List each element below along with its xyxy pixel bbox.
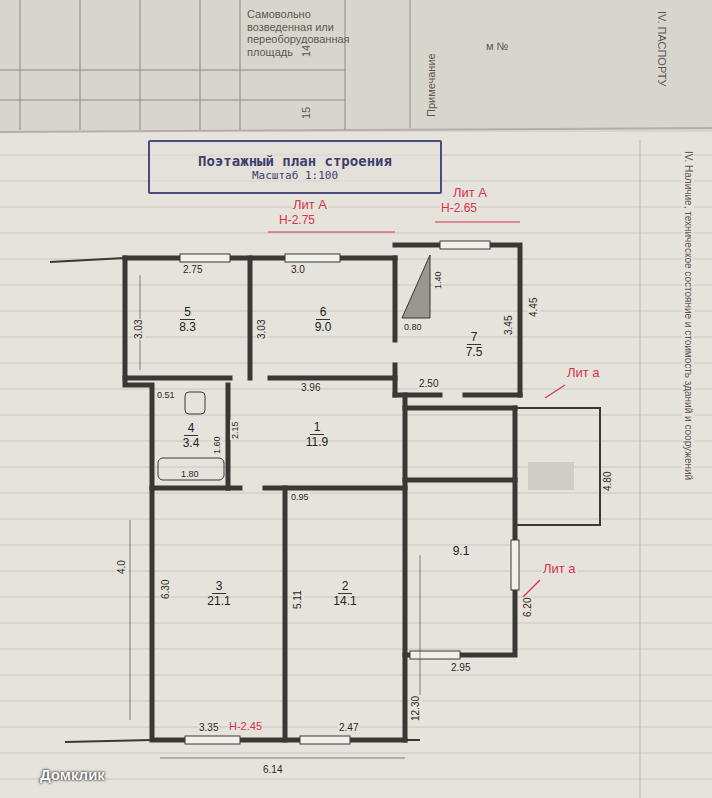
dimension: 3.45 <box>503 315 515 336</box>
dimension: 12.30 <box>410 695 422 722</box>
dimension: 0.51 <box>156 390 176 400</box>
litera-label: Лит а <box>566 366 601 381</box>
dimension: 1.80 <box>180 469 200 479</box>
red-leaders <box>268 222 565 598</box>
dimension: 0.80 <box>403 322 423 332</box>
room-area: 21.1 <box>207 594 230 609</box>
dimension: 6.30 <box>160 579 172 600</box>
dimension: 2.47 <box>338 722 359 734</box>
room-number: 2 <box>338 579 353 594</box>
room-5: 58.3 <box>130 266 245 374</box>
litera-label: Лит а <box>542 562 577 577</box>
room-area: 3.4 <box>183 436 200 451</box>
room-area: 9.0 <box>315 320 332 335</box>
dimension: 4.80 <box>602 471 614 492</box>
stamp-box: Поэтажный план строенияМасштаб 1:100 <box>148 140 442 194</box>
dimension: 3.96 <box>300 382 321 394</box>
windows <box>180 241 519 744</box>
dimension: 3.35 <box>198 722 219 734</box>
dimension: 0.95 <box>290 492 310 502</box>
height-label: Н-2.75 <box>278 214 316 228</box>
stamp-scale: Масштаб 1:100 <box>252 169 338 182</box>
room-9-1: 9.1 <box>410 486 512 616</box>
stamp-title: Поэтажный план строения <box>198 153 392 169</box>
room-number: 7 <box>467 330 482 345</box>
room-6: 69.0 <box>256 266 390 374</box>
room-area: 8.3 <box>179 320 196 335</box>
dimension: 3.03 <box>256 319 268 340</box>
room-area: 14.1 <box>333 594 356 609</box>
litera-label: Лит А <box>292 198 328 213</box>
room-number: 1 <box>310 420 325 435</box>
dimension: 3.03 <box>133 319 145 340</box>
dimension: 6.14 <box>262 764 283 776</box>
room-area: 11.9 <box>306 435 328 450</box>
dimension: 4.45 <box>528 297 540 318</box>
page-header: IV. Наличие, техническое состояние и сто… <box>683 150 695 481</box>
room-area: 7.5 <box>466 345 483 360</box>
column-header: Примечание <box>425 52 438 118</box>
room-area: 9.1 <box>453 544 470 558</box>
dimension: 1.60 <box>212 435 222 455</box>
column-number: 14 <box>300 44 313 58</box>
room-number: 4 <box>184 421 199 436</box>
walls <box>125 245 520 740</box>
column-header: Самовольно возведенная или переоборудова… <box>246 8 344 59</box>
watermark: Домклик <box>40 766 105 783</box>
room-7: 77.5 <box>432 300 516 390</box>
fixtures <box>130 255 430 758</box>
dimension: 2.75 <box>182 264 203 276</box>
room-3: 321.1 <box>157 494 281 694</box>
blurred-patch <box>528 462 574 490</box>
height-label: Н-2.65 <box>440 202 478 216</box>
room-number: 6 <box>316 305 331 320</box>
room-1: 111.9 <box>234 386 400 484</box>
dimension: 2.50 <box>418 378 439 390</box>
room-number: 3 <box>212 579 227 594</box>
height-label: Н-2.45 <box>228 720 263 733</box>
dimension: 6.20 <box>522 597 534 618</box>
page-header: IV. ПАСПОРТУ <box>655 10 668 87</box>
dimension: 5.11 <box>292 589 304 610</box>
column-number: 15 <box>300 106 313 120</box>
dimension: 4.0 <box>116 559 128 575</box>
room-number: 5 <box>180 305 195 320</box>
dimension: 1.40 <box>433 270 443 290</box>
dimension: 3.0 <box>290 264 306 276</box>
column-header: м № <box>485 40 509 53</box>
dimension: 2.15 <box>230 420 240 440</box>
room-2: 214.1 <box>290 494 400 694</box>
dimension: 2.95 <box>450 662 471 674</box>
annex-outline <box>50 258 600 742</box>
litera-label: Лит А <box>452 186 488 201</box>
